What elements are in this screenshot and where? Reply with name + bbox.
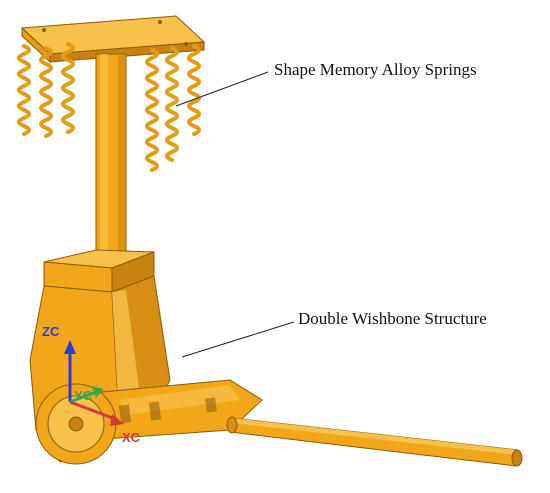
- axle-rod: [226, 416, 523, 467]
- label-double-wishbone-structure: Double Wishbone Structure: [298, 309, 487, 328]
- right-springs: [145, 44, 201, 172]
- axis-label-y: YC: [74, 388, 93, 403]
- coordinate-triad: ZC YC XC: [42, 324, 141, 445]
- axis-label-z: ZC: [42, 324, 60, 339]
- central-column: [95, 53, 127, 255]
- wishbone-arm: [35, 379, 263, 465]
- label-shape-memory-alloy-springs: Shape Memory Alloy Springs: [274, 60, 477, 79]
- callout-leaders: [175, 71, 295, 358]
- axis-label-x: XC: [122, 430, 141, 445]
- left-springs: [17, 42, 75, 138]
